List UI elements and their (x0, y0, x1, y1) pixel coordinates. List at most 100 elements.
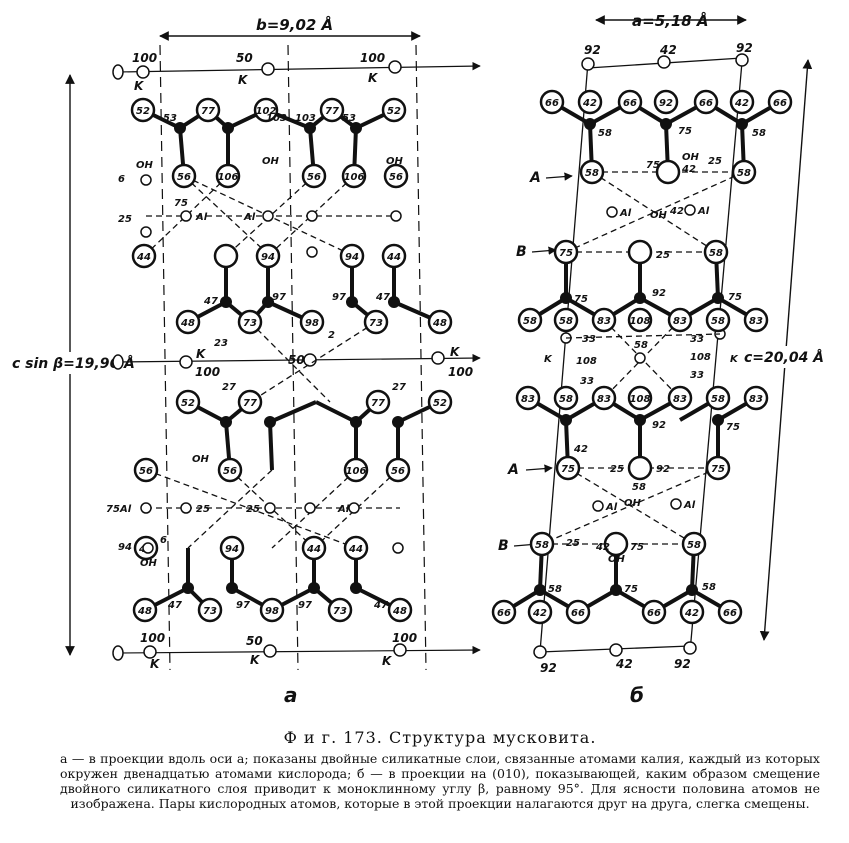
right-panel-letter: б (630, 683, 644, 707)
svg-text:66: 66 (647, 608, 661, 619)
layer-markers: A B A B (498, 170, 573, 554)
a-dimension-label: a=5,18 Å (632, 11, 709, 30)
svg-text:66: 66 (773, 98, 787, 109)
svg-text:75: 75 (574, 294, 588, 305)
svg-text:25: 25 (610, 464, 624, 475)
svg-text:77: 77 (243, 398, 257, 409)
svg-text:52: 52 (433, 398, 447, 409)
svg-text:94: 94 (225, 544, 239, 555)
svg-text:K: K (730, 354, 739, 365)
svg-text:42: 42 (615, 657, 633, 671)
svg-text:25: 25 (246, 504, 260, 515)
svg-text:97: 97 (272, 292, 286, 303)
right-panel: a=5,18 Å c=20,04 Å 92 42 92 92 42 92 (491, 11, 840, 707)
svg-text:Al: Al (119, 504, 132, 515)
svg-text:58: 58 (535, 540, 549, 551)
svg-text:83: 83 (597, 316, 611, 327)
svg-text:44: 44 (386, 252, 401, 263)
potassium-labels: 100 50 100 K K K K 100 50 K 100 100 50 1… (132, 51, 473, 671)
svg-text:42: 42 (573, 444, 588, 455)
svg-text:52: 52 (181, 398, 195, 409)
c-dimension-label: c=20,04 Å (744, 349, 824, 366)
svg-text:OH: OH (262, 156, 280, 167)
svg-text:73: 73 (333, 606, 347, 617)
potassium-atoms (112, 60, 445, 661)
svg-text:OH: OH (624, 498, 642, 509)
svg-text:33: 33 (582, 334, 596, 345)
svg-text:OH: OH (682, 152, 700, 163)
svg-text:58: 58 (702, 582, 716, 593)
svg-text:92: 92 (652, 420, 666, 431)
svg-text:56: 56 (177, 172, 191, 183)
svg-text:75: 75 (106, 504, 120, 515)
svg-text:94: 94 (118, 542, 132, 553)
svg-text:98: 98 (305, 318, 319, 329)
svg-text:100: 100 (132, 51, 157, 65)
svg-text:83: 83 (597, 394, 611, 405)
svg-text:K: K (150, 657, 161, 671)
potassium-labels-right: 92 42 92 92 42 92 (540, 41, 753, 675)
svg-text:44: 44 (306, 544, 321, 555)
svg-text:66: 66 (571, 608, 585, 619)
svg-text:66: 66 (699, 98, 713, 109)
svg-text:53: 53 (342, 113, 356, 124)
svg-text:42: 42 (734, 98, 749, 109)
svg-text:83: 83 (521, 394, 535, 405)
svg-text:94: 94 (261, 252, 275, 263)
svg-text:66: 66 (545, 98, 559, 109)
svg-text:92: 92 (656, 464, 670, 475)
svg-text:73: 73 (203, 606, 217, 617)
svg-text:73: 73 (243, 318, 257, 329)
svg-text:58: 58 (598, 128, 612, 139)
svg-text:58: 58 (711, 394, 725, 405)
svg-text:75: 75 (624, 584, 638, 595)
svg-text:75: 75 (678, 126, 692, 137)
svg-text:52: 52 (136, 106, 150, 117)
svg-text:OH: OH (608, 554, 626, 565)
potassium-lines (117, 61, 481, 655)
svg-text:92: 92 (584, 43, 601, 57)
svg-text:75: 75 (726, 422, 740, 433)
b-dimension-label: b=9,02 Å (256, 15, 333, 34)
silicon-atoms-left (174, 122, 404, 594)
muscovite-structure-figure: b=9,02 Å c sin β=19,96 Å 100 50 (12, 11, 840, 707)
svg-text:58: 58 (523, 316, 537, 327)
svg-text:33: 33 (580, 376, 594, 387)
svg-text:53: 53 (163, 113, 177, 124)
svg-text:Al: Al (619, 208, 632, 219)
svg-text:25: 25 (118, 214, 132, 225)
svg-text:27: 27 (222, 382, 236, 393)
svg-text:OH: OH (650, 210, 668, 221)
oxygen-labels-right: 66 42 66 92 66 42 66 58 58 75 58 58 58 8… (497, 98, 787, 619)
svg-text:77: 77 (325, 106, 339, 117)
svg-text:58: 58 (559, 316, 573, 327)
svg-text:42: 42 (582, 98, 597, 109)
svg-text:58: 58 (711, 316, 725, 327)
svg-text:Al: Al (195, 212, 208, 223)
svg-text:75: 75 (646, 160, 660, 171)
svg-text:56: 56 (307, 172, 321, 183)
svg-text:K: K (250, 653, 261, 667)
svg-text:50: 50 (236, 51, 253, 65)
svg-text:25: 25 (656, 250, 670, 261)
svg-text:108: 108 (630, 316, 651, 327)
svg-text:K: K (544, 354, 553, 365)
svg-text:83: 83 (673, 316, 687, 327)
svg-text:44: 44 (348, 544, 363, 555)
svg-text:33: 33 (690, 370, 704, 381)
svg-text:100: 100 (195, 365, 220, 379)
svg-text:OH: OH (386, 156, 404, 167)
svg-text:100: 100 (392, 631, 417, 645)
svg-text:106: 106 (218, 172, 239, 183)
svg-text:OH: OH (192, 454, 210, 465)
svg-text:47: 47 (375, 292, 390, 303)
svg-text:48: 48 (137, 606, 152, 617)
c-sin-beta-label: c sin β=19,96 Å (12, 355, 135, 372)
svg-text:108: 108 (630, 394, 651, 405)
svg-text:83: 83 (673, 394, 687, 405)
svg-text:42: 42 (532, 608, 547, 619)
svg-text:OH: OH (136, 160, 154, 171)
svg-text:25: 25 (566, 538, 580, 549)
svg-text:102: 102 (256, 106, 277, 117)
cell-boundaries (159, 44, 427, 671)
